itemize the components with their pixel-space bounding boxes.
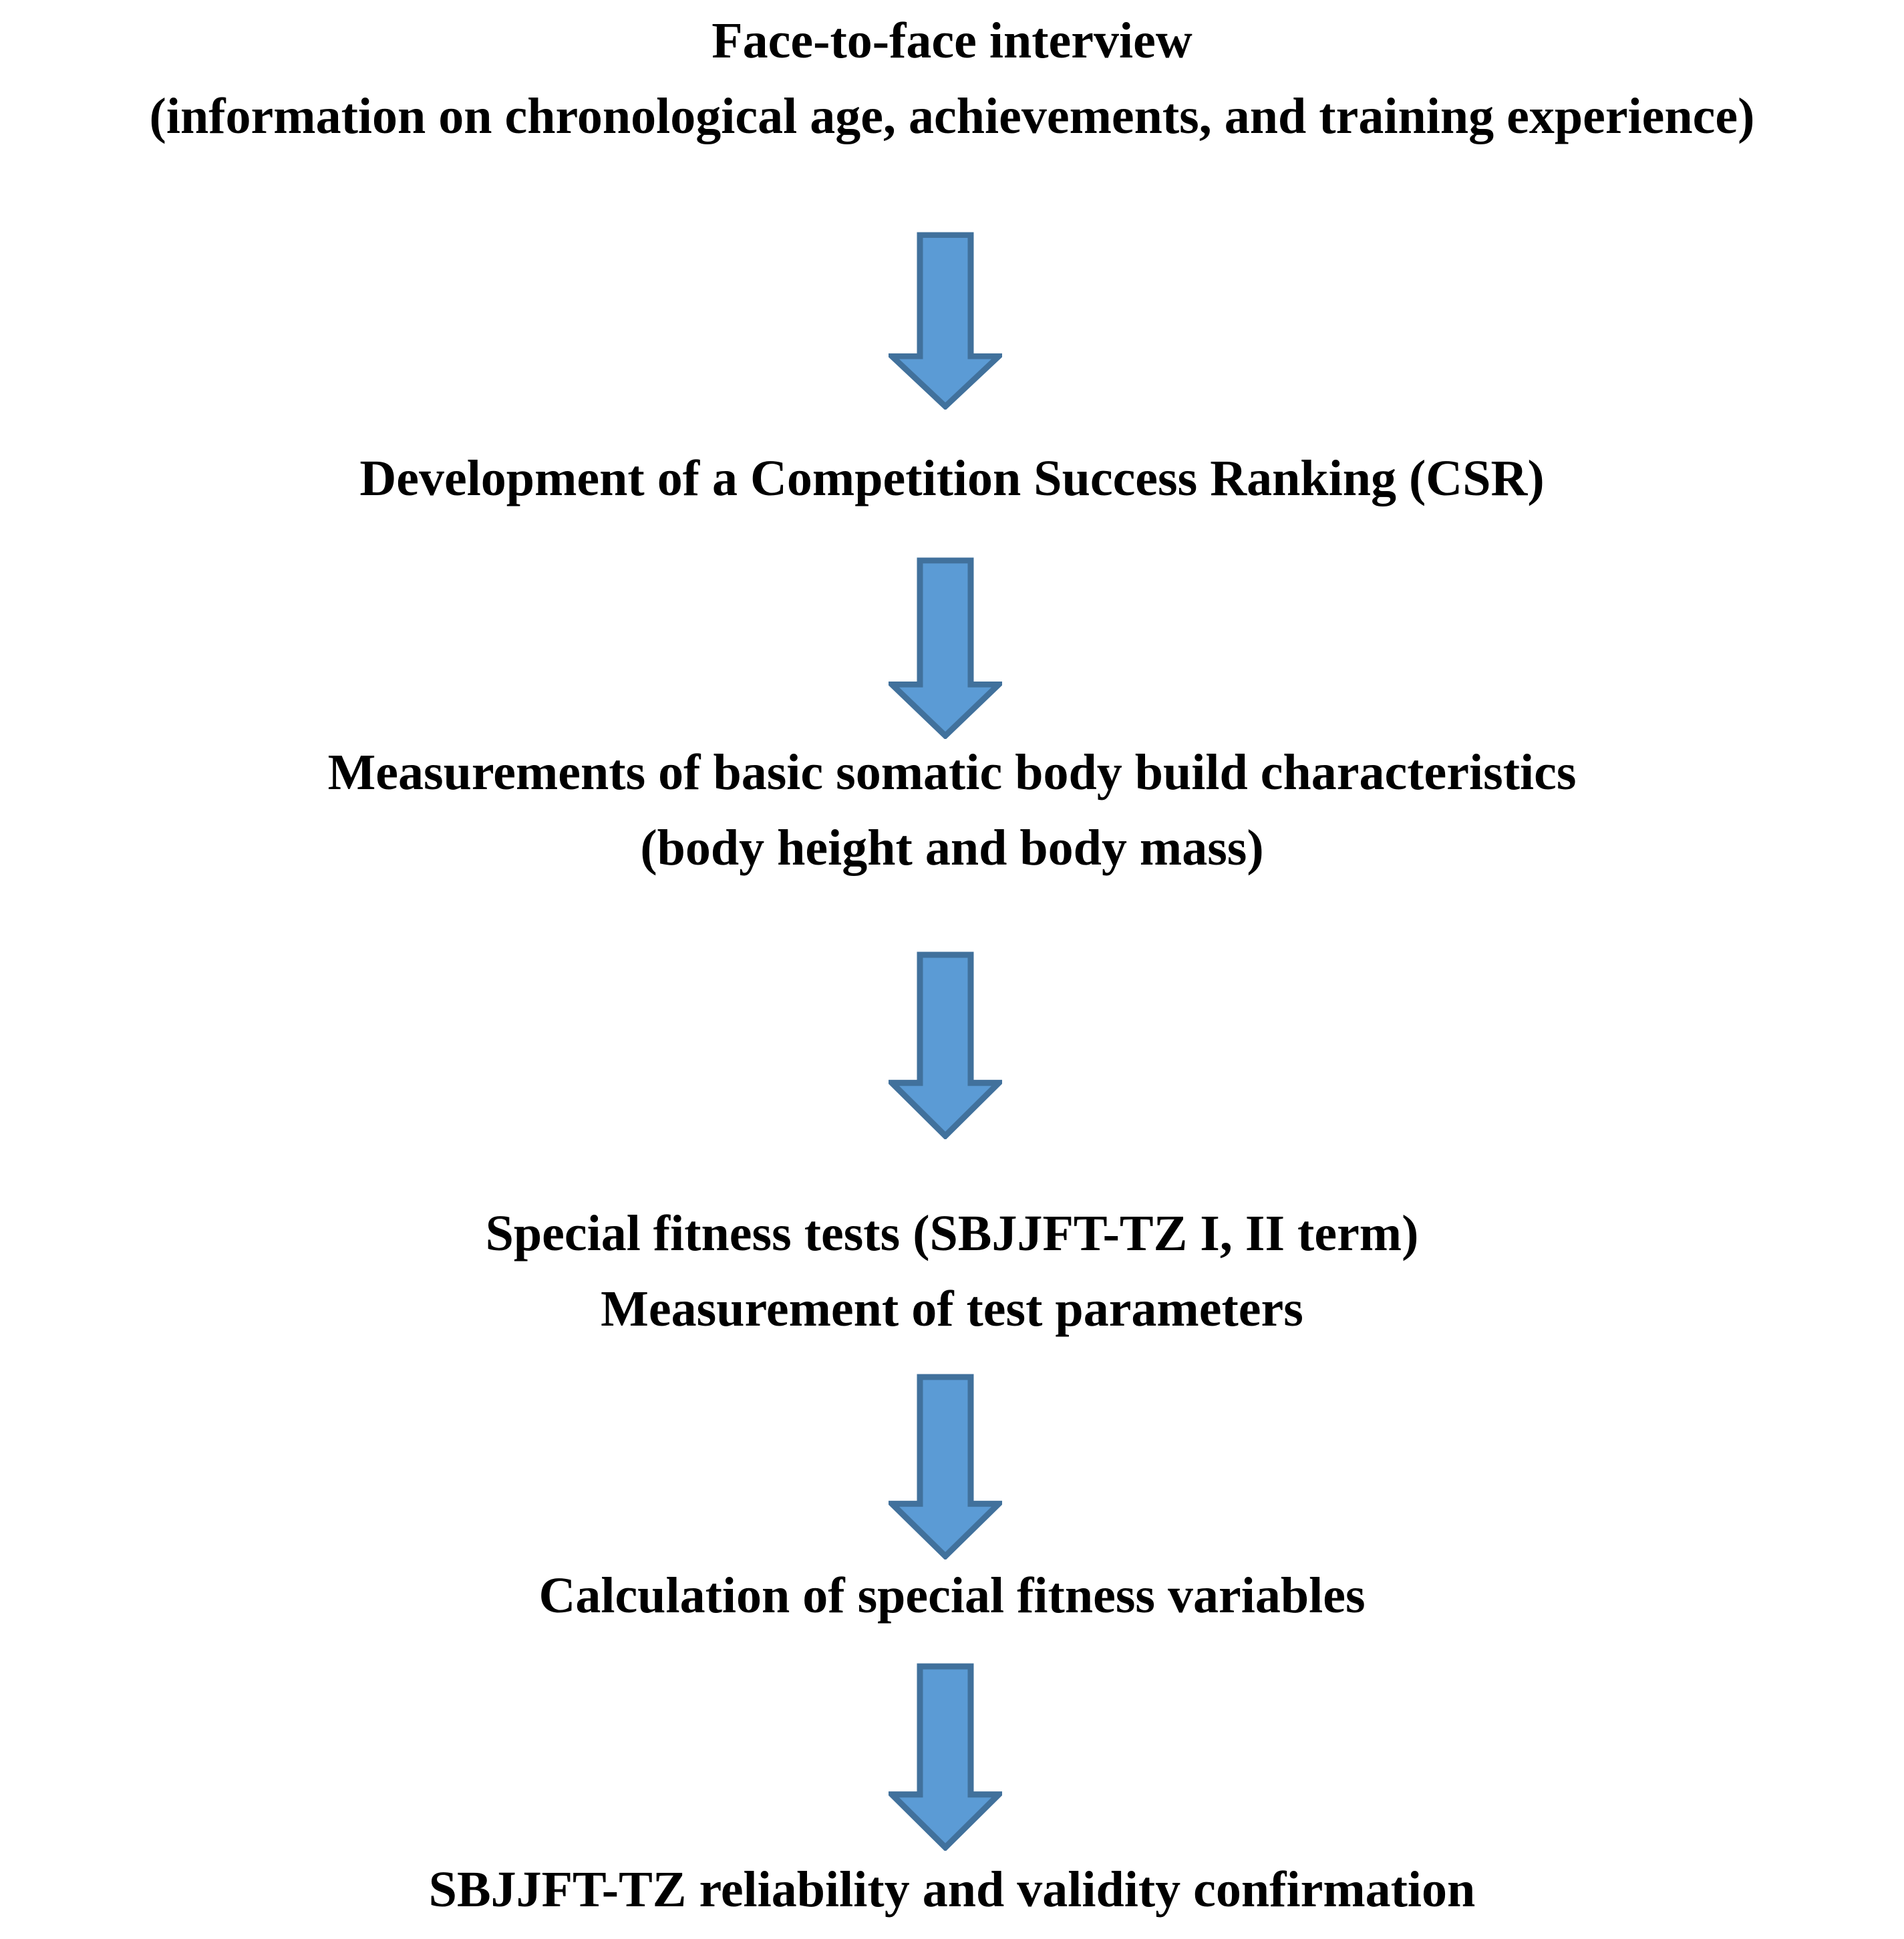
step-competition-success-ranking: Development of a Competition Success Ran…	[0, 441, 1904, 516]
down-arrow-icon	[889, 1663, 1002, 1851]
step-face-to-face-interview: Face-to-face interview (information on c…	[0, 3, 1904, 154]
step-special-fitness-tests: Special fitness tests (SBJJFT-TZ I, II t…	[0, 1196, 1904, 1347]
down-arrow-icon	[889, 1374, 1002, 1559]
step-reliability-validity-confirmation: SBJJFT-TZ reliability and validity confi…	[0, 1852, 1904, 1928]
step-fitness-variables-calculation: Calculation of special fitness variables	[0, 1558, 1904, 1634]
step-text-line: Calculation of special fitness variables	[538, 1568, 1366, 1624]
down-arrow-icon	[889, 951, 1002, 1139]
step-text-line: Measurement of test parameters	[601, 1281, 1303, 1337]
step-somatic-measurements: Measurements of basic somatic body build…	[0, 735, 1904, 886]
step-text-line: Measurements of basic somatic body build…	[327, 744, 1577, 800]
step-text-line: SBJJFT-TZ reliability and validity confi…	[428, 1861, 1476, 1918]
down-arrow-icon	[889, 232, 1002, 410]
down-arrow-icon	[889, 557, 1002, 739]
step-text-line: Special fitness tests (SBJJFT-TZ I, II t…	[485, 1205, 1419, 1261]
step-text-line: Development of a Competition Success Ran…	[359, 450, 1545, 506]
step-text-line: Face-to-face interview	[711, 13, 1193, 69]
step-text-line: (information on chronological age, achie…	[149, 88, 1755, 144]
step-text-line: (body height and body mass)	[640, 820, 1264, 876]
